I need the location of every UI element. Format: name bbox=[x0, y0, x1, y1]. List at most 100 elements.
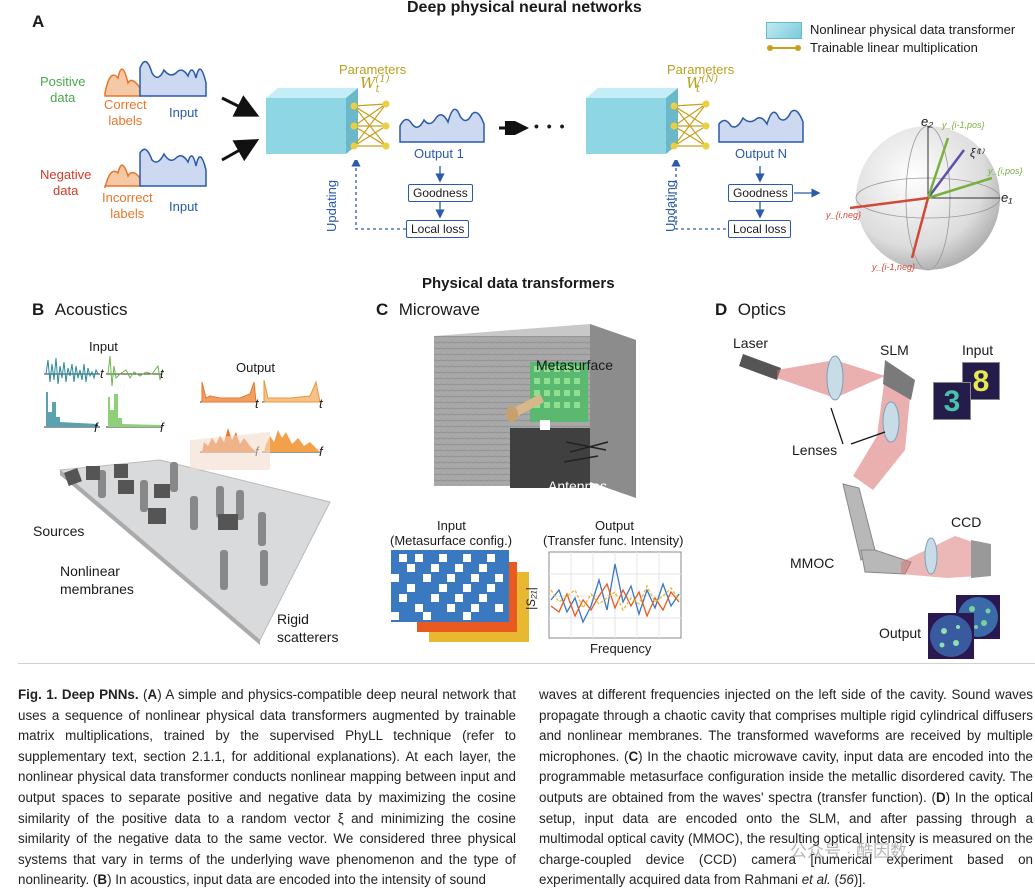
acoustics-output-label: Output bbox=[236, 360, 276, 375]
acoustics-t-1: t bbox=[100, 366, 104, 381]
laser-label: Laser bbox=[733, 335, 769, 351]
param-wn-sub: t bbox=[695, 84, 701, 95]
output-n-label: Output N bbox=[735, 146, 788, 161]
output-n-waveform bbox=[718, 109, 804, 143]
sphere-y-neg-b: y_{i-1,neg} bbox=[872, 262, 916, 272]
correct-labels-label: Correct labels bbox=[104, 97, 147, 128]
caption-right-text-6: )]. bbox=[853, 872, 866, 888]
input-positive-label: Input bbox=[169, 105, 198, 120]
legend-transformer-icon bbox=[766, 22, 802, 39]
output-speckle-images bbox=[928, 595, 1000, 659]
updating-label-1: Updating bbox=[324, 179, 339, 232]
linear-mult-network-n bbox=[670, 100, 710, 150]
sphere-xi: ξ⁽ᵗ⁾ bbox=[970, 146, 984, 160]
optics-output-label: Output bbox=[879, 625, 922, 641]
negative-data-label: Negative data bbox=[40, 167, 92, 198]
local-loss-box-1: Local loss bbox=[406, 220, 470, 238]
param-wn-sup: (N) bbox=[701, 74, 718, 85]
physical-transformers-title: Physical data transformers bbox=[422, 275, 615, 292]
output-1-label: Output 1 bbox=[414, 146, 464, 161]
goodness-box-n: Goodness bbox=[728, 184, 793, 202]
metasurface-label: Metasurface bbox=[536, 357, 614, 373]
mmoc-label: MMOC bbox=[790, 555, 835, 571]
input-digit-1: 3 bbox=[943, 385, 961, 418]
parameters-label-n: Parameters bbox=[667, 62, 735, 77]
param-wn-symbol: W bbox=[686, 74, 702, 92]
updating-label-n: Updating bbox=[663, 179, 678, 232]
microwave-cavity bbox=[434, 324, 636, 498]
panel-d-title: Optics bbox=[737, 300, 786, 319]
incorrect-labels-label: Incorrect labels bbox=[102, 190, 153, 221]
mw-input-label: Input bbox=[437, 518, 466, 533]
linear-mult-network-1 bbox=[350, 100, 390, 150]
input-negative-label: Input bbox=[169, 199, 198, 214]
caption-left-bold-1: A bbox=[147, 687, 158, 702]
caption-left-column: Fig. 1. Deep PNNs. (A) A simple and phys… bbox=[18, 685, 516, 888]
panel-b-letter: B bbox=[32, 300, 45, 319]
caption-right-text-2: ) In the optical setup, input data are e… bbox=[539, 789, 1033, 888]
panel-d-letter: D bbox=[715, 300, 728, 319]
optical-setup bbox=[739, 354, 991, 578]
mw-output-label: Output bbox=[595, 518, 635, 533]
legend-transformer-label: Nonlinear physical data transformer bbox=[810, 22, 1016, 37]
slm-label: SLM bbox=[880, 342, 909, 358]
metasurface-config-stack bbox=[391, 550, 529, 642]
caption-right-bold-2: D bbox=[936, 789, 946, 805]
mw-output-sub: (Transfer func. Intensity) bbox=[543, 533, 684, 548]
panel-c-title: Microwave bbox=[398, 300, 480, 319]
caption-left-bold-0: Fig. 1. Deep PNNs. bbox=[18, 687, 139, 702]
local-loss-box-n: Local loss bbox=[728, 220, 792, 238]
flow-arrows-n bbox=[671, 160, 821, 230]
acoustics-input-label: Input bbox=[89, 339, 118, 354]
param-wn: W(N)t bbox=[686, 74, 722, 95]
transformer-cube-1 bbox=[266, 88, 358, 154]
caption-right-text-4: ( bbox=[830, 872, 839, 888]
rigid-scatterers-label: Rigid scatterers bbox=[277, 611, 339, 645]
sphere-e1: e₁ bbox=[1001, 190, 1013, 205]
param-w1-symbol: W bbox=[360, 74, 376, 92]
sphere-y-pos-b: y_{i-1,pos} bbox=[942, 120, 985, 130]
sphere-y-pos-a: y_{i,pos} bbox=[988, 166, 1023, 176]
sphere-e2: e₂ bbox=[921, 114, 934, 129]
caption-right-bold-1: C bbox=[628, 748, 639, 764]
acoustic-cavity bbox=[58, 432, 331, 645]
input-arrows bbox=[221, 95, 260, 162]
caption-right-text-0: waves at different frequencies injected … bbox=[539, 687, 1033, 764]
frequency-label: Frequency bbox=[590, 641, 652, 656]
caption-left-text-0: ( bbox=[138, 687, 148, 702]
panel-a-letter: A bbox=[32, 12, 45, 31]
optics-input-label: Input bbox=[962, 342, 994, 358]
caption-right-text-5: 56 bbox=[838, 872, 854, 888]
param-w1-sup: (1) bbox=[375, 74, 390, 85]
acoustics-f-4: f bbox=[319, 444, 323, 459]
parameters-label-1: Parameters bbox=[339, 62, 407, 77]
s21-label: |S₂₁| bbox=[524, 587, 538, 610]
param-w1-sub: t bbox=[375, 84, 380, 95]
sources-label: Sources bbox=[33, 523, 85, 539]
caption-left-text-1: ) A simple and physics-compatible deep n… bbox=[18, 687, 517, 888]
antennas-label: Antennas bbox=[548, 478, 608, 494]
legend-linear-icon bbox=[767, 45, 801, 51]
panel-a-title: Deep physical neural networks bbox=[407, 0, 642, 16]
caption-right-text-3: et al. bbox=[801, 872, 831, 888]
panel-d-header: D Optics bbox=[715, 300, 786, 320]
flow-arrows-1 bbox=[351, 160, 445, 230]
ccd-label: CCD bbox=[951, 514, 982, 530]
acoustics-f-1: f bbox=[94, 420, 98, 435]
input-digit-2: 8 bbox=[972, 365, 990, 398]
positive-data-label: Positive data bbox=[40, 74, 86, 105]
input-digit-tile-1: 3 bbox=[933, 382, 971, 420]
caption-left-text-2: ) In acoustics, input data are encoded i… bbox=[107, 872, 486, 888]
panel-b-title: Acoustics bbox=[54, 300, 128, 319]
transfer-function-plot bbox=[548, 551, 682, 639]
panel-b-header: B Acoustics bbox=[32, 300, 127, 320]
nonlinear-membranes-label: Nonlinear membranes bbox=[60, 563, 134, 597]
mw-input-sub: (Metasurface config.) bbox=[390, 533, 513, 548]
watermark: 公众号 · 酷因数 bbox=[790, 842, 908, 861]
output-1-waveform bbox=[399, 108, 485, 143]
panel-c-letter: C bbox=[376, 300, 389, 319]
sphere-y-neg-a: y_{i,neg} bbox=[826, 210, 862, 220]
middle-arrow bbox=[499, 121, 529, 135]
ellipsis-dots: • • • bbox=[534, 118, 567, 134]
acoustics-f-2: f bbox=[160, 420, 164, 435]
